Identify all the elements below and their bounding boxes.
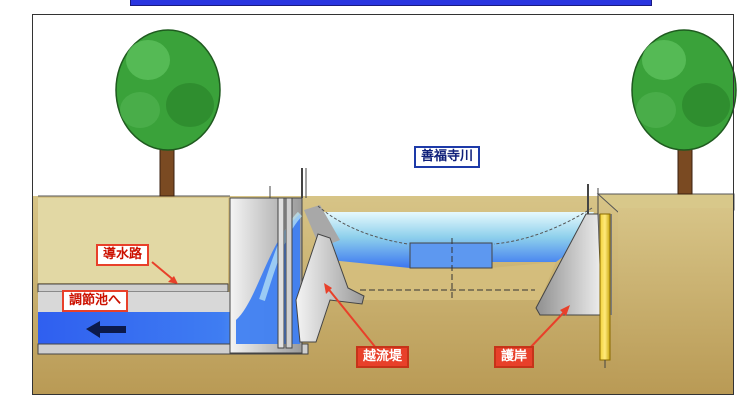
tree-icon — [631, 29, 737, 195]
right-water-line — [493, 207, 593, 245]
channel-bottom-slab — [37, 343, 309, 355]
tree-icon — [115, 29, 221, 197]
revetment-wall — [535, 213, 603, 316]
header-bar — [130, 0, 652, 6]
low-water-channel — [409, 242, 493, 269]
label-revetment: 護岸 — [494, 346, 535, 368]
label-river: 善福寺川 — [414, 146, 481, 168]
pile-icon — [599, 213, 611, 361]
label-channel: 導水路 — [96, 244, 150, 266]
label-weir: 越流堤 — [356, 346, 410, 368]
callout-revetment — [527, 307, 569, 351]
river-water — [318, 212, 594, 268]
right-bank-soil — [618, 208, 734, 394]
embankment-fill — [38, 198, 228, 283]
callout-weir — [325, 285, 377, 349]
left-water-line — [317, 205, 409, 245]
flow-arrow-icon — [86, 321, 126, 338]
label-to-pond: 調節池へ — [62, 290, 129, 312]
left-slope — [304, 205, 340, 248]
